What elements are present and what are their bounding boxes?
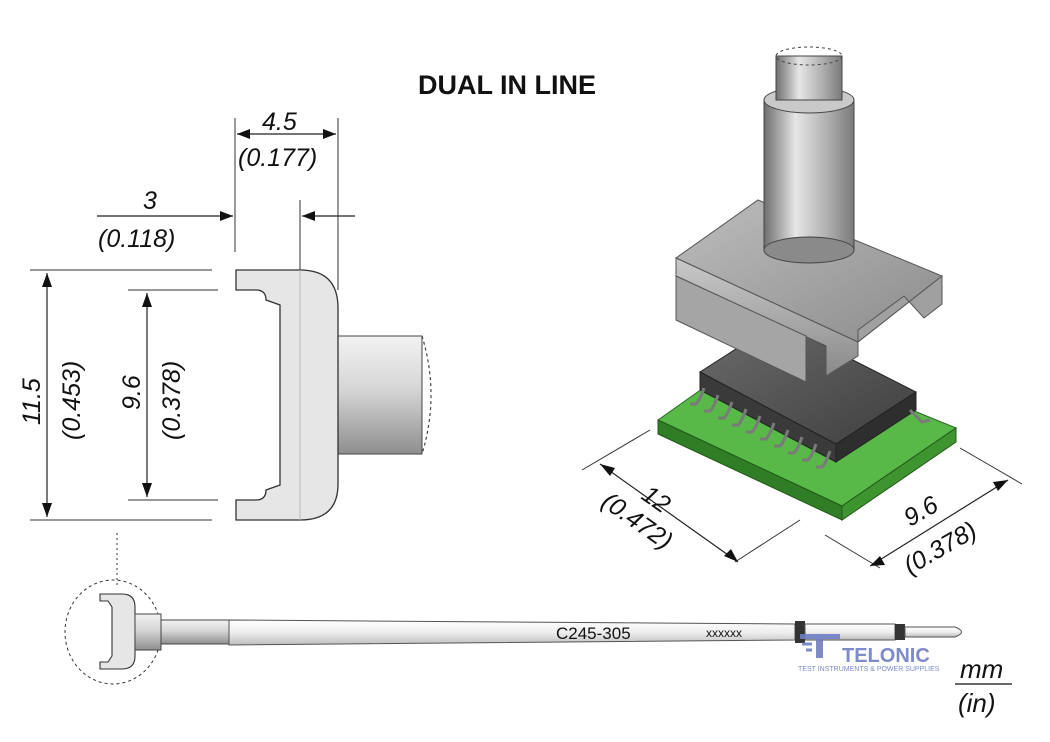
side-bracket [235, 269, 339, 521]
part-serial: xxxxxx [706, 626, 742, 640]
dim-pcb-width-mm: 9.6 [899, 491, 943, 533]
telonic-logo: TELONIC TEST INSTRUMENTS & POWER SUPPLIE… [798, 634, 940, 673]
dim-outer-height-mm: 11.5 [18, 378, 46, 425]
dim-top-width-in: (0.177) [238, 144, 317, 172]
part-model: C245-305 [556, 624, 631, 643]
telonic-mark-icon [800, 634, 840, 658]
tip-cap [675, 199, 943, 383]
dim-offset-mm: 3 [143, 187, 157, 215]
chip-pins [690, 387, 931, 469]
dim-offset-in: (0.118) [98, 225, 175, 253]
dim-outer-height: 11.5 (0.453) [18, 269, 212, 521]
dim-inner-height-in: (0.378) [158, 361, 186, 440]
logo-tagline: TEST INSTRUMENTS & POWER SUPPLIES [798, 666, 940, 673]
dim-inner-height: 9.6 (0.378) [118, 289, 218, 501]
units-legend: mm (in) [955, 654, 1012, 718]
unit-primary: mm [960, 654, 1003, 684]
iso-cylinder [763, 46, 855, 264]
dim-outer-height-in: (0.453) [58, 361, 86, 440]
side-cylinder [337, 335, 423, 455]
dim-inner-height-mm: 9.6 [118, 375, 146, 410]
diagram-title: DUAL IN LINE [418, 70, 596, 100]
dim-top-width-mm: 4.5 [262, 108, 297, 136]
logo-name: TELONIC [842, 645, 930, 667]
mini-bracket [99, 593, 136, 670]
dim-offset: 3 (0.118) [97, 187, 355, 270]
dim-top-width: 4.5 (0.177) [234, 108, 339, 290]
full-tip: C245-305 xxxxxx [64, 533, 962, 685]
iso-view [657, 46, 958, 521]
side-view [235, 269, 432, 521]
unit-secondary: (in) [958, 688, 996, 718]
